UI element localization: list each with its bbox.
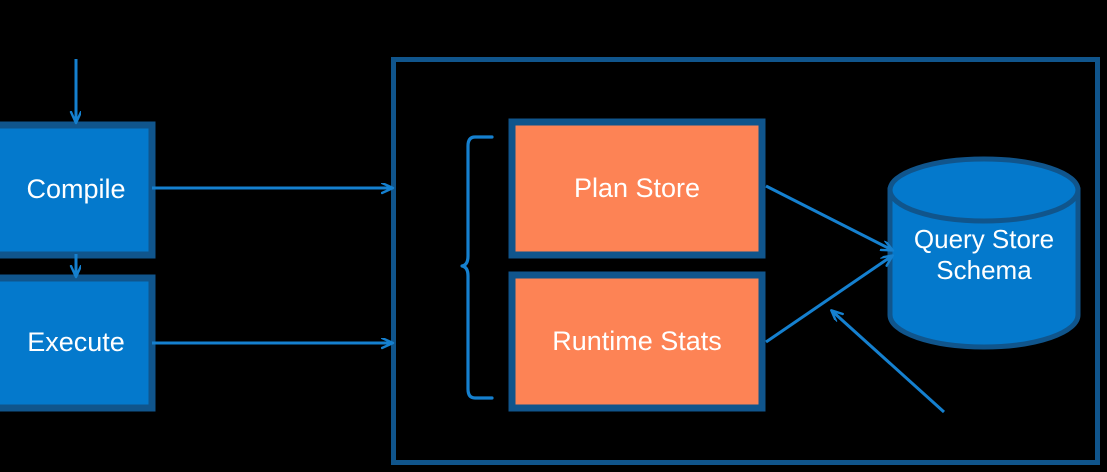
arrow-external-to-schema (832, 311, 946, 414)
arrow-plan-store-to-schema (765, 184, 892, 250)
execute-box[interactable] (0, 274, 156, 412)
query-store-boundary (391, 57, 1100, 465)
store-group-brace (460, 135, 494, 400)
plan-store-box[interactable] (508, 118, 766, 259)
runtime-stats-box[interactable] (508, 271, 766, 412)
compile-box[interactable] (0, 121, 156, 259)
query-store-schema-cylinder[interactable] (887, 156, 1081, 350)
arrow-runtime-stats-to-schema (765, 256, 892, 344)
